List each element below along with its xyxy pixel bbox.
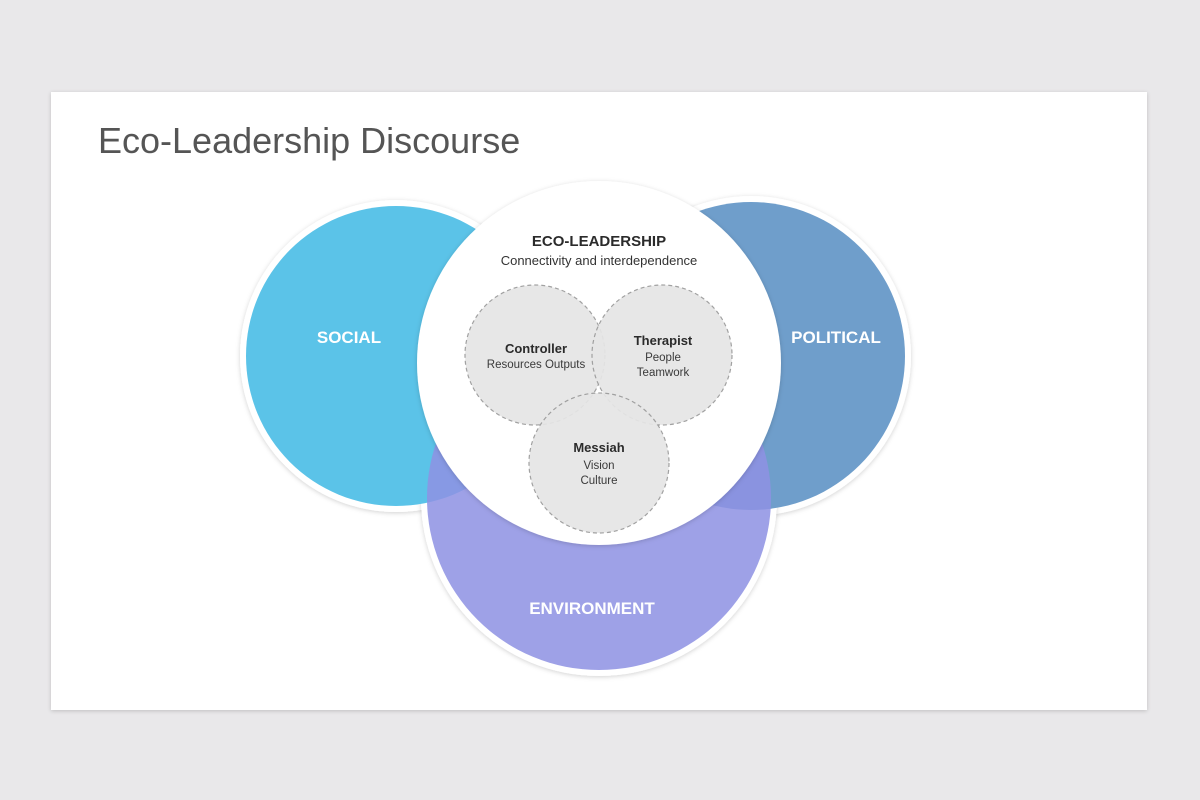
messiah-line1: Vision: [583, 460, 614, 472]
controller-line1: Resources Outputs: [487, 359, 586, 371]
eco-leadership-subtitle: Connectivity and interdependence: [501, 253, 698, 268]
political-label: POLITICAL: [791, 328, 881, 347]
environment-label: ENVIRONMENT: [529, 599, 655, 618]
therapist-line1: People: [645, 352, 681, 364]
messiah-circle: [528, 392, 670, 534]
social-label: SOCIAL: [317, 328, 381, 347]
therapist-line2: Teamwork: [637, 367, 690, 379]
therapist-title: Therapist: [634, 333, 693, 348]
eco-leadership-title: ECO-LEADERSHIP: [532, 233, 666, 250]
messiah-title: Messiah: [573, 440, 624, 455]
controller-title: Controller: [505, 341, 567, 356]
venn-diagram: SOCIAL POLITICAL ENVIRONMENT ECO-LEADERS…: [240, 181, 911, 676]
therapist-circle: [591, 284, 733, 426]
messiah-line2: Culture: [580, 475, 617, 487]
slide-title: Eco-Leadership Discourse: [98, 120, 521, 161]
slide: Eco-Leadership Discourse SOCIAL POLITICA…: [51, 92, 1147, 710]
